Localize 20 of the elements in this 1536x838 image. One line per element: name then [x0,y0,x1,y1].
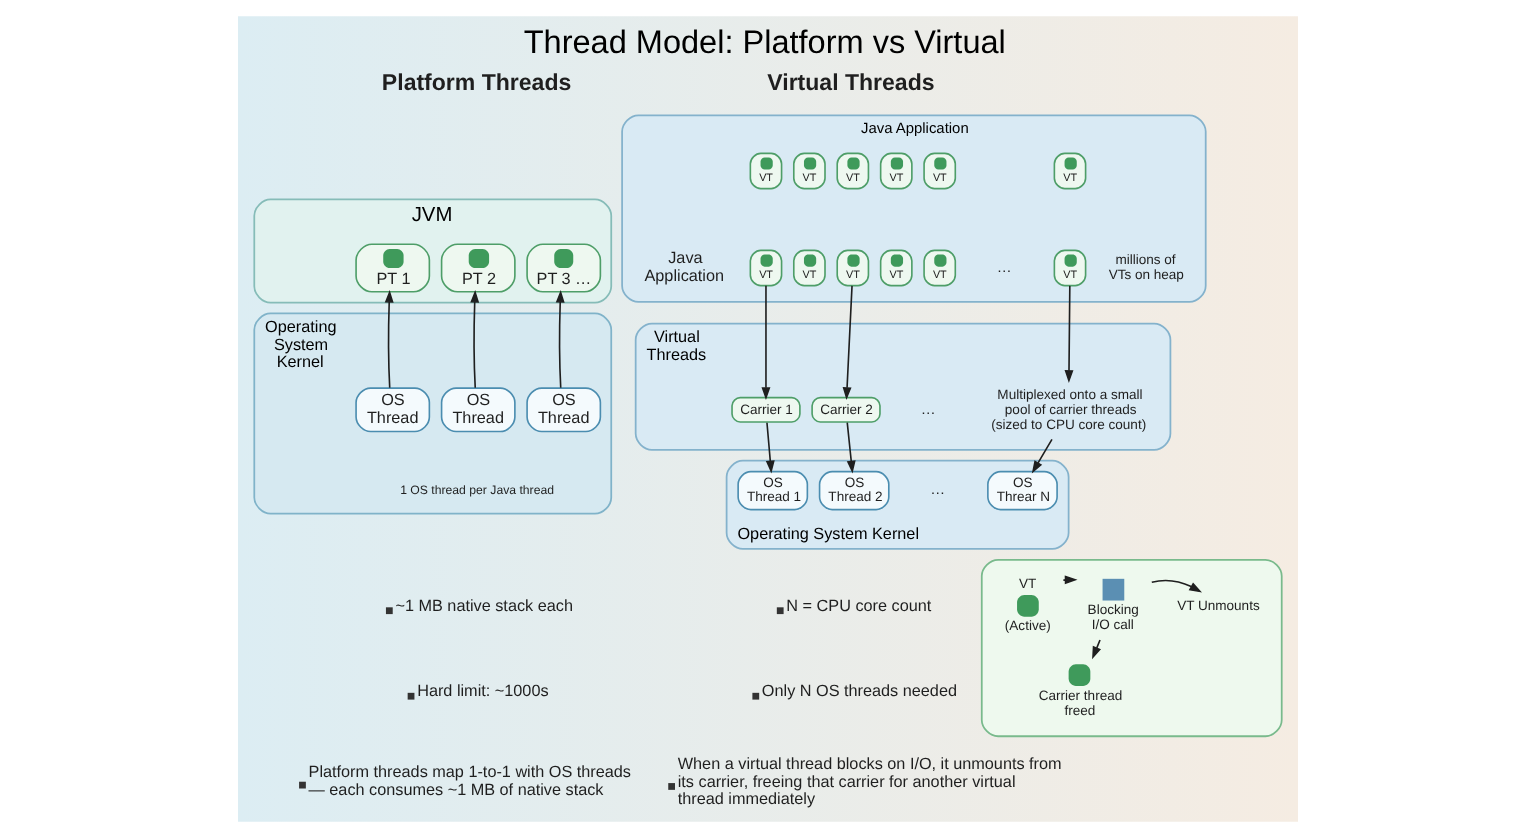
arrow [846,421,856,474]
arrow [470,289,480,389]
label: … [996,257,1012,276]
cluster [980,558,1283,738]
label: Platform Threads [381,72,572,97]
arrow [761,285,771,401]
node-box [1102,578,1125,601]
label: … [930,480,946,499]
arrow [384,289,394,389]
arrow [1064,285,1074,383]
arrow [1062,575,1078,585]
arrow [842,285,853,401]
arrow [1150,579,1202,593]
arrow [555,289,565,389]
arrow [765,421,775,474]
diagram-title: Thread Model: Platform vs Virtual [523,25,1006,62]
arrow [1092,639,1102,660]
arrow [1031,438,1053,474]
label: … [920,399,936,418]
label: Virtual Threads [767,72,935,97]
